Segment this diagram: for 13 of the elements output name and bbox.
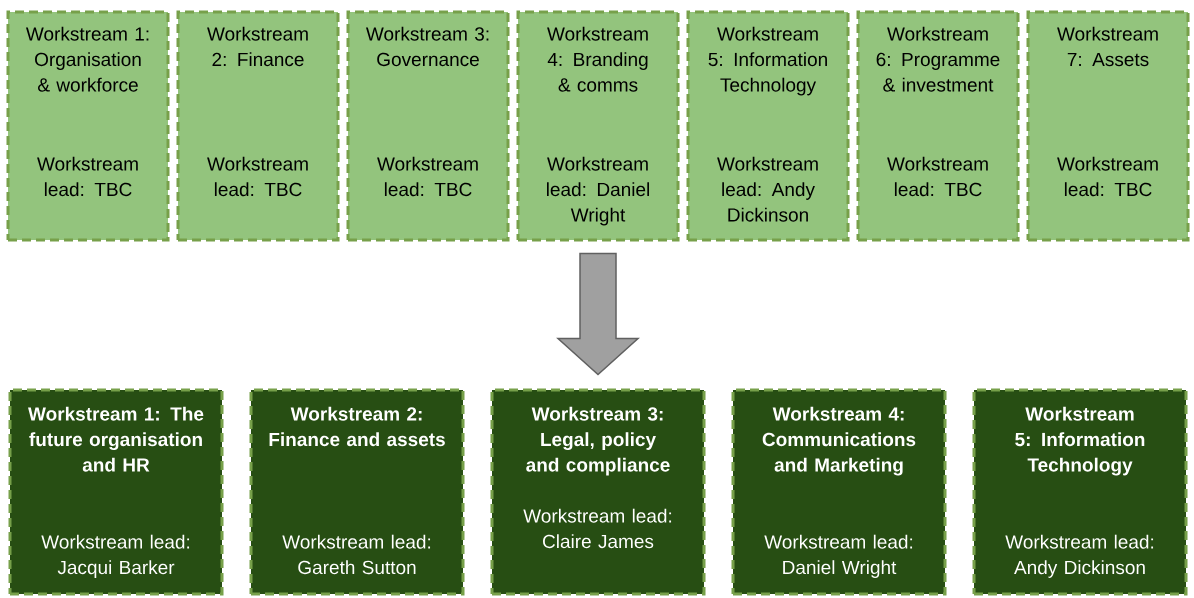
workstream-box: Workstream 6: Programme & investment Workstream lead: TBC bbox=[856, 10, 1020, 242]
workstream-box: Workstream 5: Information Technology Workstream lead: Andy Dickinson bbox=[972, 388, 1188, 596]
workstream-box: Workstream 4: Branding & comms Workstream lead: Daniel Wright bbox=[516, 10, 680, 242]
workstream-box: Workstream 5: Information Technology Workstream lead: Andy Dickinson bbox=[686, 10, 850, 242]
workstream-box: Workstream 1: The future organisation and HR Workstream lead: Jacqui Barker bbox=[8, 388, 224, 596]
workstream-box: Workstream 2: Finance and assets Workstream lead: Gareth Sutton bbox=[249, 388, 465, 596]
workstream-box: Workstream 7: Assets Workstream lead: TBC bbox=[1026, 10, 1190, 242]
workstream-box: Workstream 1: Organisation & workforce Workstream lead: TBC bbox=[6, 10, 170, 242]
workstream-box: Workstream 3: Governance Workstream lead: TBC bbox=[346, 10, 510, 242]
workstream-box: Workstream 4: Communications and Marketing Workstream lead: Daniel Wright bbox=[731, 388, 947, 596]
workstream-box: Workstream 2: Finance Workstream lead: TBC bbox=[176, 10, 340, 242]
block-arrow bbox=[556, 252, 640, 376]
workstream-box: Workstream 3: Legal, policy and compliance Workstream lead: Claire James bbox=[490, 388, 706, 596]
